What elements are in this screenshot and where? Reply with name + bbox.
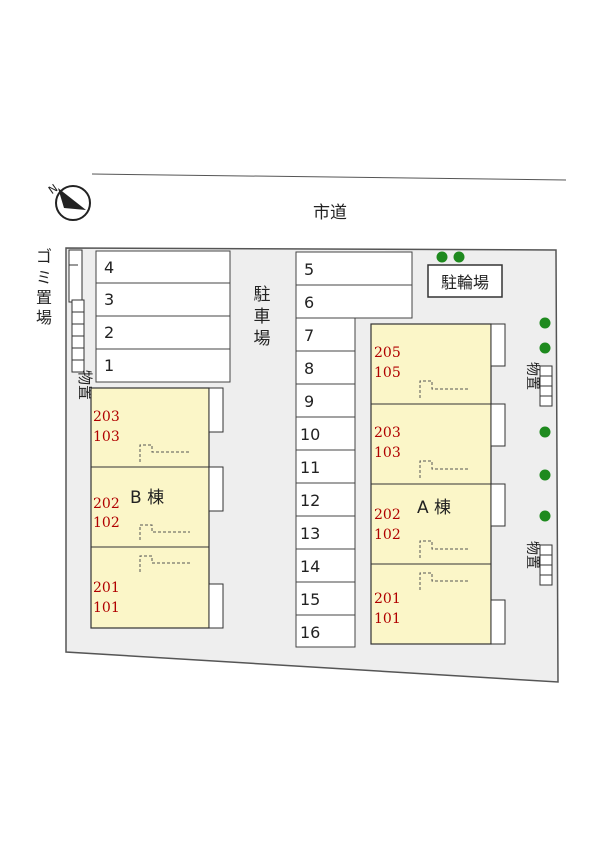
- parking-space-label: 11: [300, 458, 320, 477]
- unit-number: 101: [93, 600, 120, 616]
- parking-space-label: 7: [304, 326, 314, 345]
- tree-icon: [436, 251, 551, 522]
- svg-text:駐: 駐: [254, 285, 271, 305]
- svg-text:置: 置: [36, 288, 52, 307]
- parking-left: 4 3 2 1: [95, 250, 231, 383]
- unit-number: 105: [374, 365, 401, 381]
- svg-text:車: 車: [254, 307, 271, 327]
- parking-space-label: 4: [104, 258, 114, 277]
- parking-space-label: 14: [300, 557, 320, 576]
- building-b: [90, 387, 224, 629]
- svg-text:場: 場: [36, 308, 52, 327]
- unit-number: 101: [374, 611, 401, 627]
- storage-left: [71, 299, 85, 373]
- parking-space-label: 10: [300, 425, 320, 444]
- unit-number: 102: [93, 515, 120, 531]
- storage-label-left: 物置: [76, 370, 94, 400]
- road-edge: [91, 173, 567, 181]
- svg-text:ミ: ミ: [36, 268, 52, 287]
- parking-right: 5 6 7 8 9 10 11 12 13 14 15 16: [295, 251, 413, 648]
- garbage-label: ゴ ミ 置 場: [36, 247, 52, 327]
- svg-text:場: 場: [254, 329, 271, 349]
- unit-number: 205: [374, 345, 401, 361]
- parking-space-label: 5: [304, 260, 314, 279]
- parking-space-label: 15: [300, 590, 320, 609]
- unit-number: 102: [374, 527, 401, 543]
- unit-number: 202: [374, 507, 401, 523]
- unit-number: 203: [93, 409, 120, 425]
- unit-number: 201: [374, 591, 401, 607]
- parking-space-label: 2: [104, 323, 114, 342]
- unit-number: 103: [93, 429, 120, 445]
- bicycle-parking: [427, 264, 503, 298]
- bicycle-parking-label: 駐輪場: [441, 273, 489, 292]
- parking-space-label: 8: [304, 359, 314, 378]
- building-a-label: A 棟: [417, 498, 451, 518]
- unit-number: 203: [374, 425, 401, 441]
- parking-space-label: 16: [300, 623, 320, 642]
- garbage-area: [68, 249, 83, 303]
- road-label: 市道: [313, 203, 347, 223]
- storage-right-upper: [539, 365, 553, 407]
- parking-space-label: 9: [304, 392, 314, 411]
- building-b-label: B 棟: [130, 488, 164, 508]
- parking-space-label: 13: [300, 524, 320, 543]
- unit-number: 202: [93, 496, 120, 512]
- building-a: [370, 323, 506, 645]
- parking-space-label: 3: [104, 290, 114, 309]
- storage-right-lower: [539, 544, 553, 586]
- parking-space-label: 6: [304, 293, 314, 312]
- parking-space-label: 12: [300, 491, 320, 510]
- north-compass-icon: N: [46, 182, 91, 221]
- parking-label: 駐 車 場: [254, 285, 271, 349]
- storage-label-right-lower: 物置: [524, 541, 540, 569]
- parking-space-label: 1: [104, 356, 114, 375]
- unit-number: 201: [93, 580, 120, 596]
- svg-text:ゴ: ゴ: [36, 247, 52, 266]
- storage-label-right-upper: 物置: [524, 362, 540, 390]
- unit-number: 103: [374, 445, 401, 461]
